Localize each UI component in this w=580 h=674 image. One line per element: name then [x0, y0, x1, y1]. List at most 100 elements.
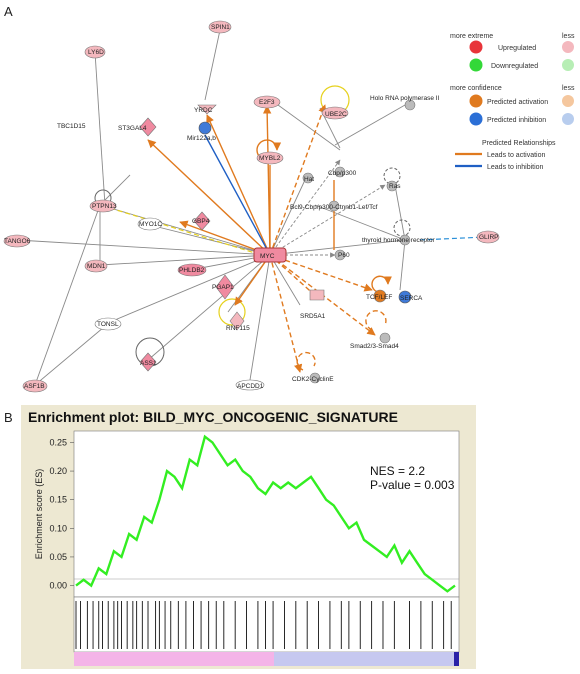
rank-bar-end — [454, 652, 459, 666]
enrichment-panel: Enrichment plot: BILD_MYC_ONCOGENIC_SIGN… — [0, 395, 580, 669]
edge-myc-cdk2 — [269, 254, 303, 373]
svg-text:thyroid hormone receptor: thyroid hormone receptor — [362, 237, 435, 244]
edge-myc-ass1 — [147, 254, 271, 361]
node-ube2c[interactable]: UBE2C — [321, 106, 349, 120]
edge-holo-cbp — [334, 104, 406, 146]
edge-myc-tango6 — [16, 239, 271, 256]
y-tick-label: 0.05 — [49, 552, 67, 562]
svg-text:Smad2/3-Smad4: Smad2/3-Smad4 — [350, 343, 399, 350]
legend-up-strong — [469, 40, 483, 54]
rank-bar-negative — [274, 652, 455, 666]
svg-text:SRD5A1: SRD5A1 — [300, 313, 326, 320]
edge-thyroid-bcl9 — [314, 204, 406, 241]
panel-label-a: A — [4, 4, 13, 19]
y-ticks: 0.250.200.150.100.050.00 — [49, 437, 74, 591]
node-hat[interactable]: Hat — [302, 172, 314, 184]
edge-myc-rnf115 — [234, 254, 271, 306]
node-apcdd1[interactable]: APCDD1 — [235, 379, 265, 391]
svg-text:RNF115: RNF115 — [226, 325, 250, 332]
edge-myc-hat — [269, 179, 306, 256]
node-bcl9[interactable]: Bcl9-Cbp/p300-Ctnnb1-Lef/Tcf — [290, 200, 378, 212]
rank-bar-positive — [74, 652, 274, 666]
svg-text:MDN1: MDN1 — [87, 263, 106, 270]
network-panel: MYC LY6D SPIN1 TBC1D15 YRDC E2F3 UBE2C H… — [3, 20, 575, 393]
legend-pred-inhibition: Predicted inhibition — [487, 117, 546, 124]
node-myo1c[interactable]: MYO1C — [137, 217, 162, 231]
node-st3gal4[interactable]: ST3GAL4 — [118, 117, 157, 137]
pvalue-text: P-value = 0.003 — [370, 478, 455, 492]
node-phldb2[interactable]: PHLDB2 — [177, 263, 207, 277]
label-myc: MYC — [260, 253, 275, 260]
node-smad[interactable]: Smad2/3-Smad4 — [350, 332, 399, 350]
edge-myc-st3gal4 — [147, 139, 271, 256]
es-curve — [75, 434, 456, 593]
node-ras[interactable]: Ras — [386, 180, 401, 192]
legend-inh-strong — [469, 112, 483, 126]
node-tango6[interactable]: TANGO6 — [3, 234, 31, 248]
svg-text:TONSL: TONSL — [97, 321, 119, 328]
legend-act-weak — [562, 95, 574, 107]
node-p60[interactable]: P60 — [334, 249, 350, 261]
node-ass1[interactable]: ASS1 — [139, 352, 157, 372]
y-axis-label: Enrichment score (ES) — [34, 469, 44, 560]
svg-text:YRDC: YRDC — [194, 107, 213, 114]
label-tbc1d15: TBC1D15 — [57, 123, 86, 130]
legend-header1-right: less — [562, 33, 575, 40]
node-serca[interactable]: SERCA — [398, 290, 423, 304]
network-diagram: MYC LY6D SPIN1 TBC1D15 YRDC E2F3 UBE2C H… — [3, 20, 575, 393]
enrichment-plot: Enrichment plot: BILD_MYC_ONCOGENIC_SIGN… — [21, 405, 476, 669]
node-tonsl[interactable]: TONSL — [94, 317, 122, 331]
node-cbp[interactable]: Cbp/p300 — [328, 166, 357, 178]
svg-text:Mir122a,b: Mir122a,b — [187, 135, 216, 142]
node-ptpn3[interactable]: PTPN13 — [89, 199, 117, 213]
edge-ptpn3-myc — [109, 207, 256, 254]
edge-myc-mdn1 — [99, 254, 271, 266]
svg-text:Ras: Ras — [389, 183, 401, 190]
svg-text:PTPN13: PTPN13 — [92, 203, 117, 210]
svg-text:P60: P60 — [338, 252, 350, 259]
legend-header2-right: less — [562, 85, 575, 92]
node-pgap1[interactable]: PGAP1 — [212, 274, 235, 300]
node-rnf115[interactable]: RNF115 — [226, 311, 250, 332]
node-yrdc[interactable]: YRDC — [194, 104, 217, 115]
node-mybl2[interactable]: MYBL2 — [256, 151, 284, 165]
svg-text:TCF/LEF: TCF/LEF — [366, 294, 392, 301]
edge-thyroid-ras — [394, 184, 406, 241]
svg-text:PHLDB2: PHLDB2 — [179, 267, 205, 274]
svg-text:PGAP1: PGAP1 — [212, 284, 234, 291]
node-e2f3[interactable]: E2F3 — [253, 95, 281, 109]
svg-text:Bcl9-Cbp/p300-Ctnnb1-Lef/Tcf: Bcl9-Cbp/p300-Ctnnb1-Lef/Tcf — [290, 204, 378, 211]
legend-down-strong — [469, 58, 483, 72]
node-srd5a1[interactable]: SRD5A1 — [300, 289, 326, 320]
node-ly6d[interactable]: LY6D — [84, 45, 106, 59]
svg-text:TANGO6: TANGO6 — [4, 238, 31, 245]
node-gbp4[interactable]: GBP4 — [192, 211, 211, 231]
node-glirp[interactable]: GLIRP — [476, 230, 500, 244]
svg-text:MYO1C: MYO1C — [139, 221, 162, 228]
node-mdn1[interactable]: MDN1 — [84, 259, 108, 273]
legend-leads-inhibition: Leads to inhibition — [487, 164, 544, 171]
node-asf1b[interactable]: ASF1B — [22, 379, 48, 393]
hit-lines — [75, 601, 452, 649]
svg-text:LY6D: LY6D — [88, 49, 104, 56]
edge-ly6d — [94, 51, 101, 131]
svg-text:SPIN1: SPIN1 — [211, 24, 230, 31]
node-spin1[interactable]: SPIN1 — [208, 20, 232, 34]
edge-myc-ras — [269, 184, 386, 256]
edge-myc-yrdc — [206, 114, 271, 256]
node-cdk2[interactable]: CDK2-CyclinE — [292, 372, 334, 384]
edge-tbc1d15 — [99, 129, 106, 206]
nes-text: NES = 2.2 — [370, 464, 425, 478]
legend-inh-weak — [562, 113, 574, 125]
node-holo[interactable]: Holo RNA polymerase II — [370, 95, 440, 111]
edge-myc-tcf — [269, 254, 373, 292]
node-tcf[interactable]: TCF/LEF — [366, 289, 392, 303]
edge-myc-myo1c — [149, 224, 271, 256]
y-tick-label: 0.15 — [49, 495, 67, 505]
plot-area — [73, 430, 460, 598]
svg-text:MYBL2: MYBL2 — [259, 155, 281, 162]
node-mir22[interactable]: Mir122a,b — [187, 121, 216, 142]
panel-label-b: B — [4, 410, 13, 425]
node-myc[interactable]: MYC — [253, 247, 287, 263]
node-thyroid[interactable]: thyroid hormone receptor — [362, 234, 435, 246]
